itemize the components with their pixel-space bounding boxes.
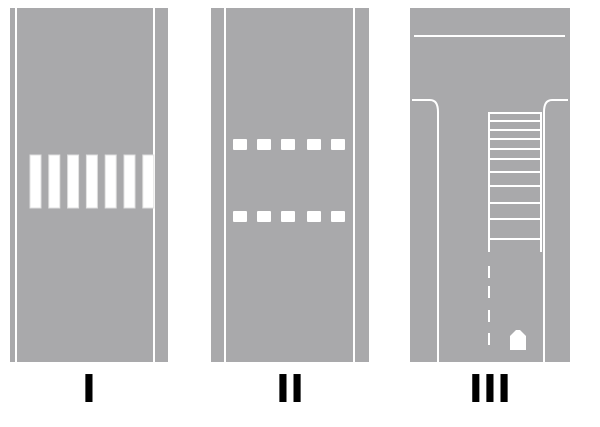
curb-line-left <box>412 99 439 362</box>
curb-line-right <box>543 99 568 362</box>
edge-line-left <box>15 8 17 362</box>
dash-segment <box>233 139 247 150</box>
lane-dash <box>488 333 490 345</box>
zebra-stripe <box>48 154 61 209</box>
ladder-rung <box>488 120 542 122</box>
lane-dash <box>488 286 490 298</box>
ladder-rail-right <box>540 112 542 252</box>
ladder-rung <box>488 185 542 187</box>
dash-segment <box>281 211 295 222</box>
lane-center-dashes <box>488 266 490 345</box>
panel-label-3: III <box>468 367 512 411</box>
lane-dash <box>488 266 490 278</box>
dash-segment <box>257 139 271 150</box>
crossing-ladder <box>488 112 542 252</box>
dash-segment <box>307 139 321 150</box>
dash-segment <box>331 139 345 150</box>
ladder-rung <box>488 158 542 160</box>
road-markings-1 <box>15 8 155 362</box>
road-markings-3 <box>412 35 568 362</box>
dash-segment <box>307 211 321 222</box>
zebra-stripe <box>142 154 155 209</box>
ladder-rung <box>488 218 542 220</box>
arrow-icon <box>510 330 526 350</box>
ladder-rung <box>488 171 542 173</box>
ladder-rail-left <box>488 112 490 252</box>
dash-segment <box>233 211 247 222</box>
dash-segment <box>257 211 271 222</box>
dash-segment <box>331 211 345 222</box>
panel-label-2: II <box>275 367 305 411</box>
ladder-rung <box>488 138 542 140</box>
road-panel-2 <box>211 8 369 362</box>
panel-label-1: I <box>81 367 97 411</box>
ladder-rung <box>488 112 542 114</box>
ladder-rung <box>488 129 542 131</box>
zebra-stripe <box>67 154 80 209</box>
zebra-stripe <box>123 154 136 209</box>
road-markings-2 <box>224 8 355 362</box>
ladder-rung <box>488 148 542 150</box>
cross-road-edge-line <box>414 35 565 37</box>
zebra-stripe <box>104 154 117 209</box>
zebra-stripe <box>29 154 42 209</box>
road-panel-3 <box>410 8 570 362</box>
zebra-crossing <box>29 154 155 209</box>
ladder-rung <box>488 202 542 204</box>
road-panel-1 <box>10 8 168 362</box>
zebra-stripe <box>85 154 98 209</box>
dashed-line-upper <box>233 139 345 150</box>
edge-line-right <box>353 8 355 362</box>
ladder-rung <box>488 238 542 240</box>
dash-segment <box>281 139 295 150</box>
edge-line-left <box>224 8 226 362</box>
lane-dash <box>488 310 490 322</box>
dashed-line-lower <box>233 211 345 222</box>
